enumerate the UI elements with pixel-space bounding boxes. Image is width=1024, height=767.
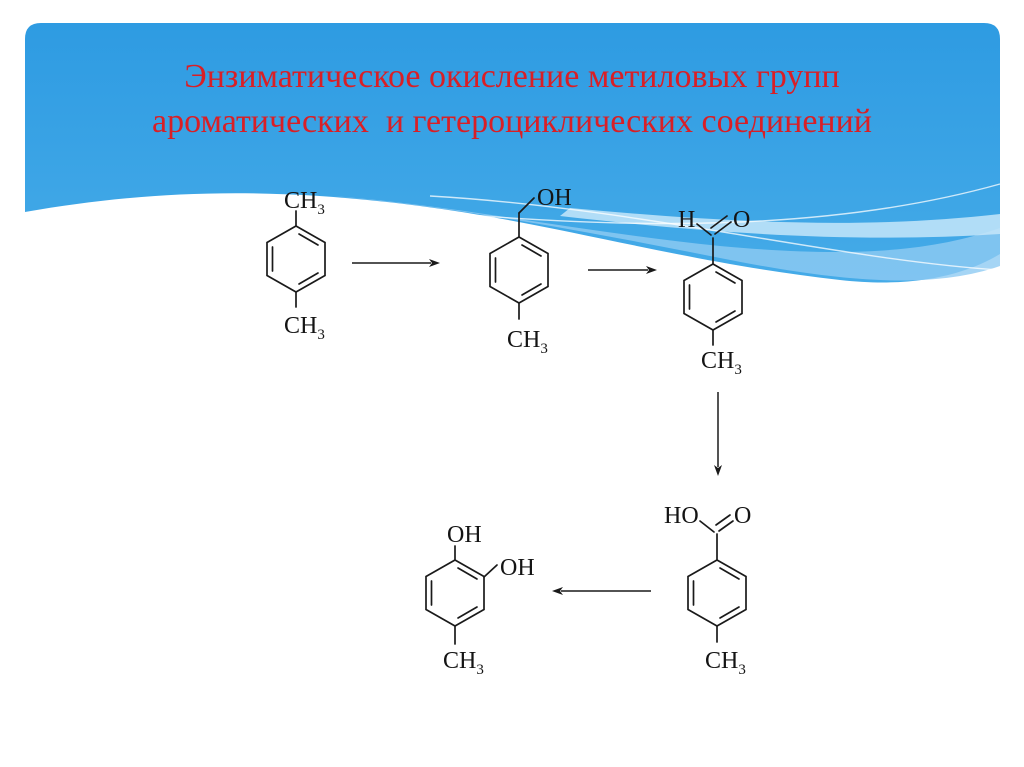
wave-overlay-light: [560, 208, 1000, 238]
label-aldehyde-o: O: [733, 207, 750, 233]
label-hydroxyl-top: OH: [447, 522, 482, 548]
molecule-p-tolualdehyde: H O CH3: [678, 207, 750, 378]
label-acid-ho: HO: [664, 503, 699, 529]
wave-hairline-1: [319, 183, 1001, 225]
bond: [518, 197, 535, 214]
label-methyl-top: CH3: [284, 188, 325, 218]
slide-title-line1: Энзиматическое окисление метиловых групп: [184, 58, 840, 95]
molecule-p-toluic-acid: HO O CH3: [664, 503, 751, 678]
label-acid-o: O: [734, 503, 751, 529]
label-aldehyde-h: H: [678, 207, 695, 233]
label-methyl-bottom: CH3: [701, 348, 742, 378]
benzene-ring: [683, 263, 743, 331]
wave-overlay-mid: [330, 196, 1000, 281]
benzene-ring: [489, 236, 549, 304]
bond: [718, 520, 734, 532]
bond: [710, 215, 728, 229]
label-methyl-bottom: CH3: [705, 648, 746, 678]
label-hydroxyl-side: OH: [500, 555, 535, 581]
label-methyl-bottom: CH3: [443, 648, 484, 678]
bond: [696, 223, 712, 236]
banner-main-shape: [25, 23, 1000, 283]
molecule-methylbenzyl-alcohol: OH CH3: [489, 185, 572, 357]
label-methyl-bottom: CH3: [284, 313, 325, 343]
benzene-ring: [266, 225, 326, 293]
bond: [715, 514, 731, 526]
label-hydroxyl: OH: [537, 185, 572, 211]
bond: [699, 520, 715, 533]
slide-title: Энзиматическое окисление метиловых групп…: [0, 54, 1024, 144]
bond: [483, 564, 498, 578]
slide-title-line2: ароматических и гетероциклических соедин…: [152, 103, 872, 140]
benzene-ring: [687, 559, 747, 627]
benzene-ring: [425, 559, 485, 627]
wave-hairline-2: [429, 195, 1001, 271]
molecule-p-xylene: CH3 CH3: [266, 188, 326, 343]
bond: [714, 221, 732, 235]
label-methyl-bottom: CH3: [507, 327, 548, 357]
molecule-4-methylcatechol: OH OH CH3: [425, 522, 535, 678]
